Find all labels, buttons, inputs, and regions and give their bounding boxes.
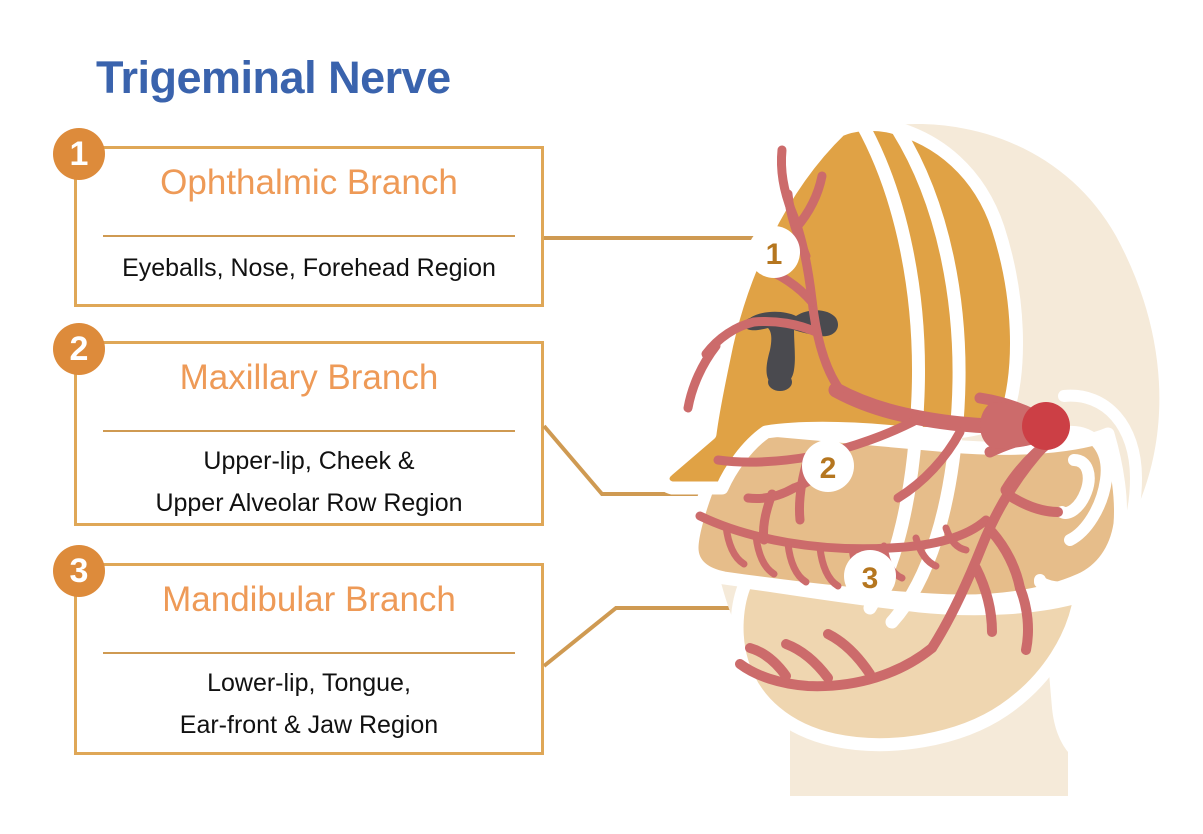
head-marker-2-label: 2 bbox=[820, 452, 837, 485]
branch-title-maxillary: Maxillary Branch bbox=[179, 358, 439, 397]
branch-description-line: Eyeballs, Nose, Forehead Region bbox=[122, 254, 496, 282]
branch-title-ophthalmic: Ophthalmic Branch bbox=[160, 163, 458, 202]
region-ophthalmic bbox=[656, 117, 1023, 495]
ear-outer bbox=[1034, 389, 1142, 606]
ear-antihelix bbox=[1056, 454, 1095, 519]
branch-separator bbox=[103, 235, 515, 237]
ear-icon bbox=[1034, 389, 1142, 606]
branch-badge-2: 2 bbox=[53, 323, 105, 375]
branch-title-mandibular: Mandibular Branch bbox=[162, 580, 456, 619]
connector-line-3 bbox=[542, 606, 754, 668]
ear-helix bbox=[1062, 425, 1113, 546]
skull-contour bbox=[885, 123, 966, 629]
head-marker-3-label: 3 bbox=[862, 562, 879, 595]
ganglion-dot bbox=[1022, 402, 1070, 450]
branch-badge-1: 1 bbox=[53, 128, 105, 180]
branch-separator bbox=[103, 430, 515, 432]
head-anatomy-illustration: 1 2 3 bbox=[540, 96, 1203, 834]
branch-separator bbox=[103, 652, 515, 654]
branch-description-mandibular: Lower-lip, Tongue, Ear-front & Jaw Regio… bbox=[85, 662, 533, 746]
branch-card-maxillary: Maxillary Branch Upper-lip, Cheek & Uppe… bbox=[74, 341, 544, 526]
eye-pupil bbox=[768, 373, 792, 391]
face-profile-outline bbox=[855, 117, 966, 629]
head-marker-1-label: 1 bbox=[766, 238, 783, 271]
branch-description-ophthalmic: Eyeballs, Nose, Forehead Region bbox=[85, 247, 533, 289]
ear-lobe bbox=[1034, 568, 1102, 594]
temple-contour bbox=[855, 117, 925, 615]
nerve-ophthalmic-division bbox=[683, 145, 845, 413]
branch-description-maxillary: Upper-lip, Cheek & Upper Alveolar Row Re… bbox=[85, 440, 533, 524]
branch-card-mandibular: Mandibular Branch Lower-lip, Tongue, Ear… bbox=[74, 563, 544, 755]
page-title: Trigeminal Nerve bbox=[96, 52, 451, 103]
branch-badge-3: 3 bbox=[53, 545, 105, 597]
branch-card-ophthalmic: Ophthalmic Branch Eyeballs, Nose, Forehe… bbox=[74, 146, 544, 307]
head-marker-1: 1 bbox=[748, 226, 800, 278]
head-marker-2: 2 bbox=[802, 440, 854, 492]
branch-description-line: Lower-lip, Tongue, bbox=[207, 669, 411, 697]
branch-description-line: Upper-lip, Cheek & bbox=[203, 447, 415, 475]
head-marker-3: 3 bbox=[844, 550, 896, 602]
branch-description-line: Upper Alveolar Row Region bbox=[155, 489, 463, 517]
branch-description-line: Ear-front & Jaw Region bbox=[179, 711, 439, 739]
